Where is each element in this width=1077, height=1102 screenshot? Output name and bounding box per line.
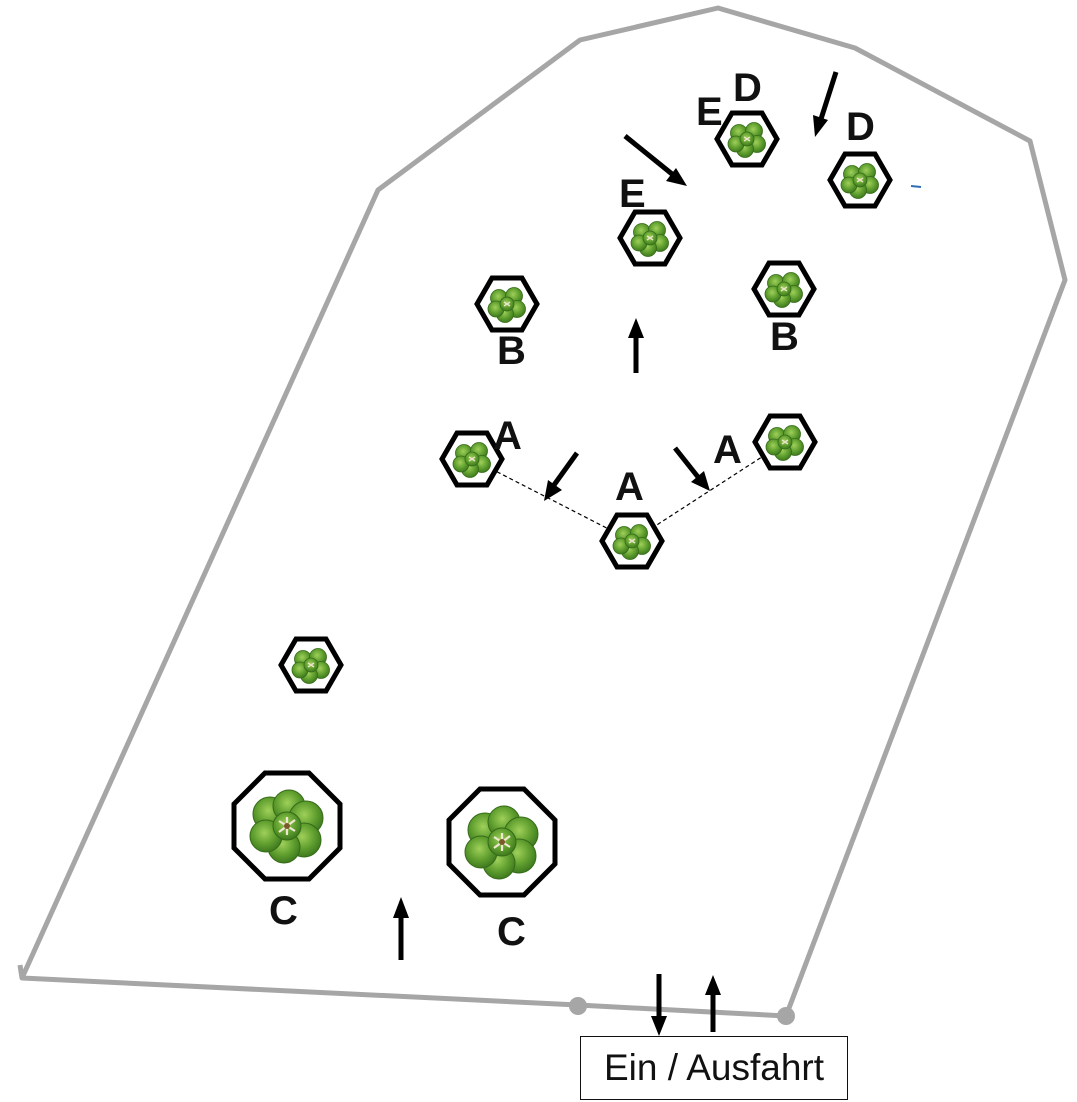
- arrow-head: [666, 168, 687, 186]
- blue-tick-mark: [910, 185, 922, 188]
- row-a-dashed-line: [471, 441, 786, 542]
- label-e-center: E: [619, 172, 646, 216]
- entrance-exit-box: Ein / Ausfahrt: [580, 1036, 848, 1100]
- direction-arrows: [393, 71, 839, 1036]
- tree-marker-c-right: [446, 786, 558, 898]
- label-b-right: B: [770, 315, 799, 359]
- tree-marker-b-left: [474, 275, 540, 333]
- entrance-exit-label: Ein / Ausfahrt: [603, 1047, 825, 1088]
- tree-marker-e-center: [617, 209, 683, 267]
- arrow-head: [393, 897, 409, 918]
- tree-marker-e-top: [714, 110, 780, 168]
- boundary-tick: [17, 964, 25, 979]
- arrow-head: [691, 471, 710, 491]
- tree-marker-c-left: [231, 770, 343, 882]
- arrow-head: [544, 480, 562, 501]
- arrow-icon: [818, 71, 839, 120]
- tree-marker-d-right: [827, 151, 893, 209]
- tree-marker-a-left: [439, 430, 505, 488]
- arrow-head: [705, 975, 721, 995]
- tree-marker-a-center: [599, 512, 665, 570]
- label-c-right: C: [497, 910, 526, 954]
- arrow-head: [628, 318, 644, 338]
- label-a-center: A: [615, 465, 644, 509]
- entrance-post-right: [777, 1007, 795, 1025]
- label-d-top: D: [733, 66, 762, 110]
- arrow-icon: [623, 134, 674, 176]
- label-a-left: A: [493, 414, 522, 458]
- tree-marker-unlabeled: [278, 636, 344, 694]
- label-d-right: D: [846, 105, 875, 149]
- arrow-icon: [673, 446, 700, 479]
- entrance-post-left: [569, 997, 587, 1015]
- arrow-head: [813, 115, 828, 137]
- arrow-head: [651, 1016, 667, 1036]
- site-boundary: [19, 5, 1068, 1019]
- label-b-left: B: [497, 329, 526, 373]
- tree-marker-a-right: [752, 413, 818, 471]
- label-c-left: C: [269, 889, 298, 933]
- label-a-right: A: [713, 428, 742, 472]
- tree-marker-b-right: [751, 260, 817, 318]
- arrow-icon: [551, 451, 580, 487]
- label-e-top: E: [696, 90, 723, 134]
